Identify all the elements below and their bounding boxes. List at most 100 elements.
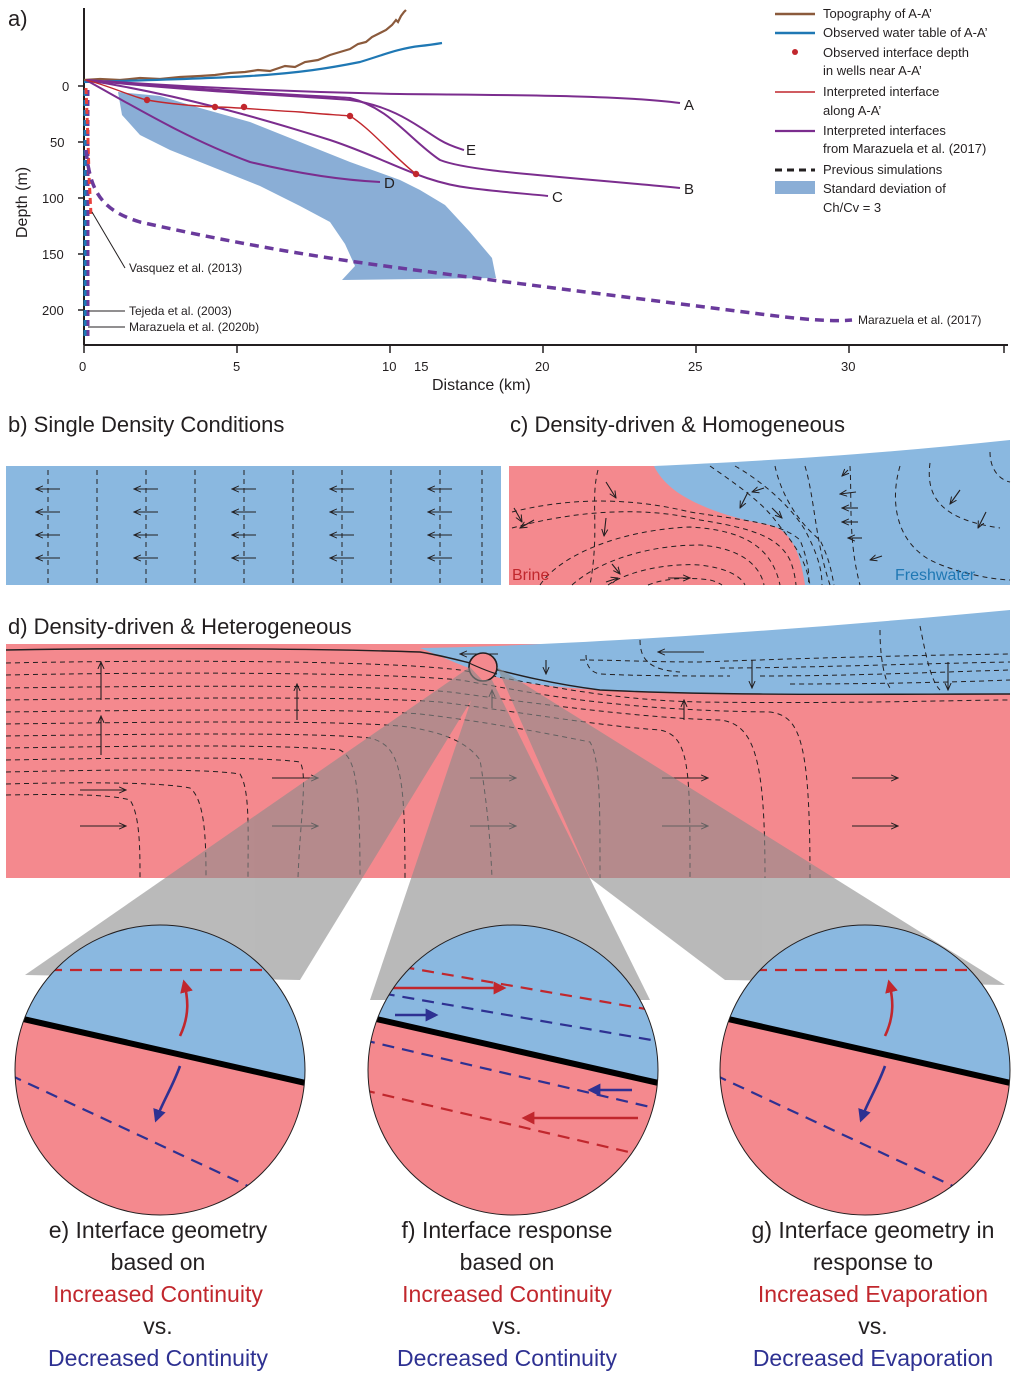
caption-g: g) Interface geometry in response to Inc…	[752, 1217, 995, 1371]
decreased-interface-f-lower	[368, 1038, 658, 1112]
x-tick-10: 10	[382, 359, 396, 374]
interface-curve-A	[85, 79, 681, 104]
marazuela-2017-dashed-curve	[84, 149, 853, 323]
panel-c-flow-arrow	[870, 556, 883, 560]
interface-line-f	[368, 1013, 658, 1087]
panel-c-flow-arrow	[950, 489, 961, 504]
panel-b-freshwater-field	[6, 466, 501, 585]
panel-a: a) 0 50 100 150 200 0 5 10 20 25 30 15 D…	[8, 6, 1008, 394]
legend-topography: Topography of A-A’	[823, 6, 932, 21]
caption-f-increased: Increased Continuity	[402, 1281, 612, 1307]
zoom-circle-f-outline	[367, 924, 659, 1216]
zoom-circle-f	[367, 924, 659, 1216]
x-tick-30: 30	[841, 359, 855, 374]
topography-line	[83, 9, 407, 82]
legend-water-table: Observed water table of A-A’	[823, 25, 988, 40]
x-axis-label: Distance (km)	[432, 377, 531, 394]
legend-std-2: Ch/Cv = 3	[823, 200, 881, 215]
x-tick-0: 0	[79, 359, 86, 374]
marazuela-interfaces	[85, 79, 681, 197]
caption-e-increased: Increased Continuity	[53, 1281, 263, 1307]
interface-curve-C	[85, 79, 549, 197]
y-tick-0: 0	[62, 79, 69, 94]
annotation-tejeda: Tejeda et al. (2003)	[129, 304, 232, 318]
curve-label-D: D	[384, 175, 395, 192]
caption-e-decreased: Decreased Continuity	[48, 1345, 268, 1371]
interpreted-interface-red	[85, 79, 417, 175]
panel-c-flow-arrow	[605, 578, 618, 582]
caption-g-vs: vs.	[858, 1313, 887, 1339]
panel-c-streamlines	[511, 451, 1011, 586]
panel-c-flow-arrow	[752, 488, 765, 492]
annotation-marazuela-2017: Marazuela et al. (2017)	[858, 313, 981, 327]
x-tick-20: 20	[535, 359, 549, 374]
legend-std-1: Standard deviation of	[823, 181, 946, 196]
caption-e-line2: based on	[111, 1249, 206, 1275]
annotation-vasquez: Vasquez et al. (2013)	[129, 261, 242, 275]
annotation-marazuela-2020b: Marazuela et al. (2020b)	[129, 320, 259, 334]
caption-f-line2: based on	[460, 1249, 555, 1275]
panel-c-flow-arrow	[771, 507, 782, 518]
std-deviation-band	[118, 92, 496, 280]
blue-arrow-down-g	[858, 1065, 887, 1123]
interface-line-g	[720, 1013, 1010, 1087]
red-arrow-up-g	[883, 979, 898, 1037]
panel-c-flow-arrow	[604, 517, 606, 536]
interface-curve-E	[85, 79, 465, 151]
blue-arrow-down-e	[153, 1065, 182, 1123]
x-tick-5: 5	[233, 359, 240, 374]
panel-c-flow-arrow	[842, 470, 848, 476]
x-tick-marks	[83, 345, 1005, 353]
caption-f-line1: f) Interface response	[402, 1217, 613, 1243]
panel-c-flow-arrow	[605, 481, 616, 498]
reference-leaders	[88, 211, 126, 328]
caption-g-line1: g) Interface geometry in	[752, 1217, 995, 1243]
panel-b-label: b) Single Density Conditions	[8, 412, 284, 437]
panel-c-flow-arrow	[740, 491, 749, 508]
y-tick-200: 200	[42, 303, 64, 318]
curve-label-B: B	[684, 181, 694, 198]
decreased-interface-e	[15, 1074, 305, 1215]
legend-observed-depth-2: in wells near A-A’	[823, 63, 922, 78]
red-arrow-up-e	[178, 979, 193, 1037]
panel-c-flow-arrow	[513, 507, 522, 522]
panel-c-label: c) Density-driven & Homogeneous	[510, 412, 845, 437]
caption-g-increased: Increased Evaporation	[758, 1281, 988, 1307]
panel-c: c) Density-driven & Homogeneous Brine Fr…	[509, 412, 1011, 586]
caption-f-decreased: Decreased Continuity	[397, 1345, 617, 1371]
legend-swatch-std	[775, 181, 815, 194]
legend-previous: Previous simulations	[823, 162, 943, 177]
zoom-cones	[25, 667, 1005, 1000]
panel-c-flow-arrows	[513, 470, 987, 582]
caption-e-vs: vs.	[143, 1313, 172, 1339]
legend-marazuela-1: Interpreted interfaces	[823, 123, 946, 138]
panel-a-label: a)	[8, 6, 28, 31]
panel-c-flow-arrow	[520, 519, 535, 528]
legend-swatch-observed-depth	[792, 49, 798, 55]
caption-e: e) Interface geometry based on Increased…	[48, 1217, 268, 1371]
increased-interface-f-upper	[368, 958, 658, 1014]
legend-observed-depth-1: Observed interface depth	[823, 45, 969, 60]
panel-d-zoom-interface	[468, 662, 498, 675]
caption-g-decreased: Decreased Evaporation	[753, 1345, 993, 1371]
decreased-interface-f-upper	[368, 988, 658, 1044]
y-tick-marks	[78, 85, 84, 311]
curve-label-E: E	[466, 142, 476, 159]
legend-marazuela-2: from Marazuela et al. (2017)	[823, 141, 986, 156]
y-tick-100: 100	[42, 191, 64, 206]
zoom-circle-e	[14, 924, 306, 1216]
caption-e-line1: e) Interface geometry	[49, 1217, 268, 1243]
x-tick-25: 25	[688, 359, 702, 374]
panel-d-label: d) Density-driven & Heterogeneous	[8, 614, 352, 639]
panel-c-freshwater-wedge	[654, 440, 1010, 585]
panel-d-freshwater-lens	[420, 610, 1010, 695]
water-table-line	[83, 41, 443, 84]
caption-f: f) Interface response based on Increased…	[397, 1217, 617, 1371]
panel-c-brine-label: Brine	[512, 567, 549, 584]
caption-g-line2: response to	[813, 1249, 933, 1275]
panel-c-flow-arrow	[978, 511, 987, 528]
increased-interface-f-lower	[368, 1088, 658, 1162]
decreased-interface-g	[720, 1074, 1010, 1215]
interface-curve-B	[85, 79, 681, 189]
y-tick-50: 50	[50, 135, 64, 150]
